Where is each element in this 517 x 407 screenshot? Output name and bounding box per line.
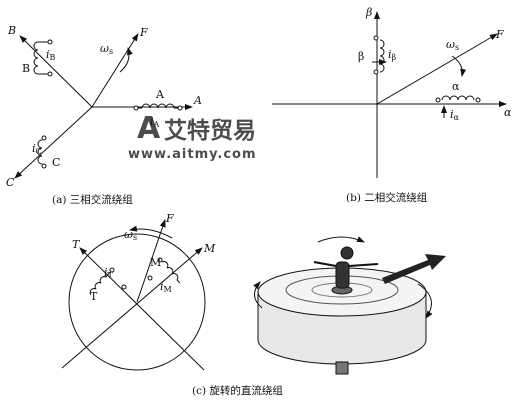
omega-arc-a: [119, 47, 133, 73]
coil-beta: [372, 35, 387, 75]
axis-t-label: T: [72, 238, 81, 251]
watermark: A 艾特贸易 www.aitmy.com: [128, 111, 257, 162]
axis-b-label: B: [7, 24, 16, 37]
caption-b: (b) 二相交流绕组: [346, 191, 428, 204]
watermark-url: www.aitmy.com: [128, 147, 257, 162]
axis-f-line: [91, 33, 139, 108]
coil-alpha-label: α: [452, 80, 460, 93]
coil-c: [37, 135, 47, 169]
axis-t-line: [79, 247, 205, 371]
watermark-logo-icon: A: [137, 111, 161, 146]
coil-t: [89, 267, 127, 296]
coil-c-label: C: [52, 156, 60, 169]
coil-b: [33, 39, 53, 77]
omega-arc-b: [451, 55, 467, 77]
current-b-label: iB: [46, 48, 56, 62]
beta-axis-label: β: [365, 6, 372, 19]
rotation-arrow-right: [417, 283, 433, 319]
axis-a-label: A: [193, 94, 202, 107]
panel-b-labels: β α F β α iβ iα ωs: [358, 6, 512, 122]
watermark-brand: 艾特贸易: [164, 118, 256, 144]
axis-f-b-label: F: [495, 28, 504, 41]
current-beta-label: iβ: [388, 48, 397, 62]
axis-m-line: [61, 247, 203, 369]
omega-arc-c: [129, 225, 173, 239]
current-m-label: iM: [160, 280, 172, 294]
axis-f-label: F: [139, 26, 148, 39]
coil-m: [147, 257, 181, 284]
current-c-label: iC: [32, 142, 42, 156]
axis-c-line: [14, 106, 93, 179]
rotation-arrow-left: [253, 281, 263, 309]
alpha-axis-label: α: [504, 106, 512, 119]
panel-b: [272, 11, 507, 178]
coil-a: [133, 103, 183, 111]
coil-beta-label: β: [358, 50, 364, 63]
axis-b-line: [19, 35, 93, 108]
coil-alpha: [435, 95, 481, 118]
panel-c-labels: T M F T M iT iM ωs: [72, 212, 216, 303]
rotating-platform-illustration: [253, 236, 446, 375]
panel-c: [61, 219, 206, 371]
current-t-label: iT: [104, 266, 114, 280]
omega-a-label: ωs: [100, 42, 113, 56]
current-a-label: iA: [150, 115, 160, 129]
caption-a: (a) 三相交流绕组: [52, 193, 133, 206]
axis-f-c-label: F: [165, 212, 174, 225]
omega-b-label: ωs: [446, 38, 459, 52]
current-alpha-label: iα: [450, 108, 460, 122]
coil-t-label: T: [90, 290, 98, 303]
field-direction-arrow: [382, 254, 446, 284]
panel-a: [14, 33, 193, 179]
omega-c-label: ωs: [124, 228, 137, 242]
caption-c: (c) 旋转的直流绕组: [192, 384, 283, 397]
axis-f-c-line: [136, 219, 166, 303]
platform-shaft: [335, 361, 349, 375]
rotor-circle: [68, 233, 206, 371]
axis-m-label: M: [203, 242, 216, 255]
coil-a-label: A: [155, 88, 165, 101]
axis-f-b-line: [376, 33, 498, 105]
coil-m-label: M: [150, 256, 161, 269]
rider-figure: [313, 236, 379, 295]
panel-a-labels: A B C F A B C iA iB iC ωs: [6, 24, 202, 189]
axis-c-label: C: [6, 176, 15, 189]
coil-b-label: B: [22, 62, 30, 75]
